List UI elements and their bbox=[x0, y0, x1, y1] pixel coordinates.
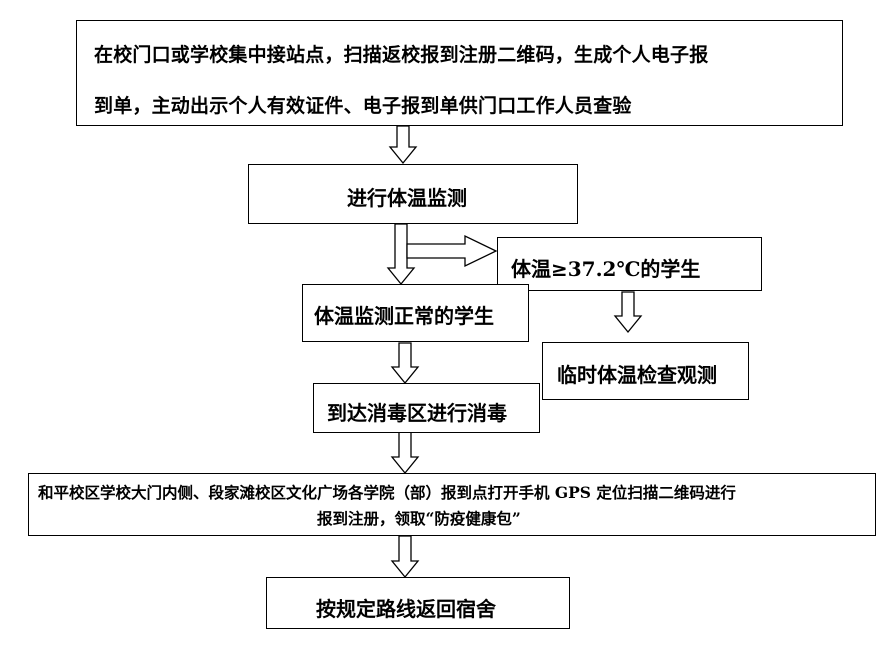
step1-line1: 在校门口或学校集中接站点，扫描返校报到注册二维码，生成个人电子报 bbox=[94, 44, 709, 66]
high-temp-label: 体温≥37.2℃的学生 bbox=[511, 257, 701, 281]
step5-line1: 和平校区学校大门内侧、段家滩校区文化广场各学院（部）报到点打开手机 GPS 定位… bbox=[38, 483, 736, 502]
down-arrow-5 bbox=[390, 535, 420, 579]
down-arrow-3 bbox=[390, 342, 420, 385]
step2-box bbox=[248, 164, 578, 224]
down-arrow-observe bbox=[613, 291, 643, 334]
down-arrow-2 bbox=[386, 223, 416, 286]
high-temp-box bbox=[497, 237, 762, 291]
step5-line2: 报到注册，领取“防疫健康包” bbox=[317, 509, 521, 528]
down-arrow-1 bbox=[388, 125, 418, 165]
step6-label: 按规定路线返回宿舍 bbox=[316, 597, 496, 621]
step2-label: 进行体温监测 bbox=[347, 186, 467, 210]
step1-box bbox=[76, 20, 843, 126]
step3-box bbox=[302, 284, 529, 342]
step6-box bbox=[266, 577, 570, 629]
step4-label: 到达消毒区进行消毒 bbox=[327, 401, 507, 425]
step4-box bbox=[313, 383, 540, 433]
right-arrow-branch bbox=[406, 234, 498, 268]
step1-line2: 到单，主动出示个人有效证件、电子报到单供门口工作人员查验 bbox=[94, 95, 632, 117]
down-arrow-4 bbox=[390, 431, 420, 475]
step5-box bbox=[28, 473, 876, 536]
observe-box bbox=[542, 342, 749, 400]
observe-label: 临时体温检查观测 bbox=[557, 363, 717, 387]
step3-label: 体温监测正常的学生 bbox=[314, 304, 494, 328]
